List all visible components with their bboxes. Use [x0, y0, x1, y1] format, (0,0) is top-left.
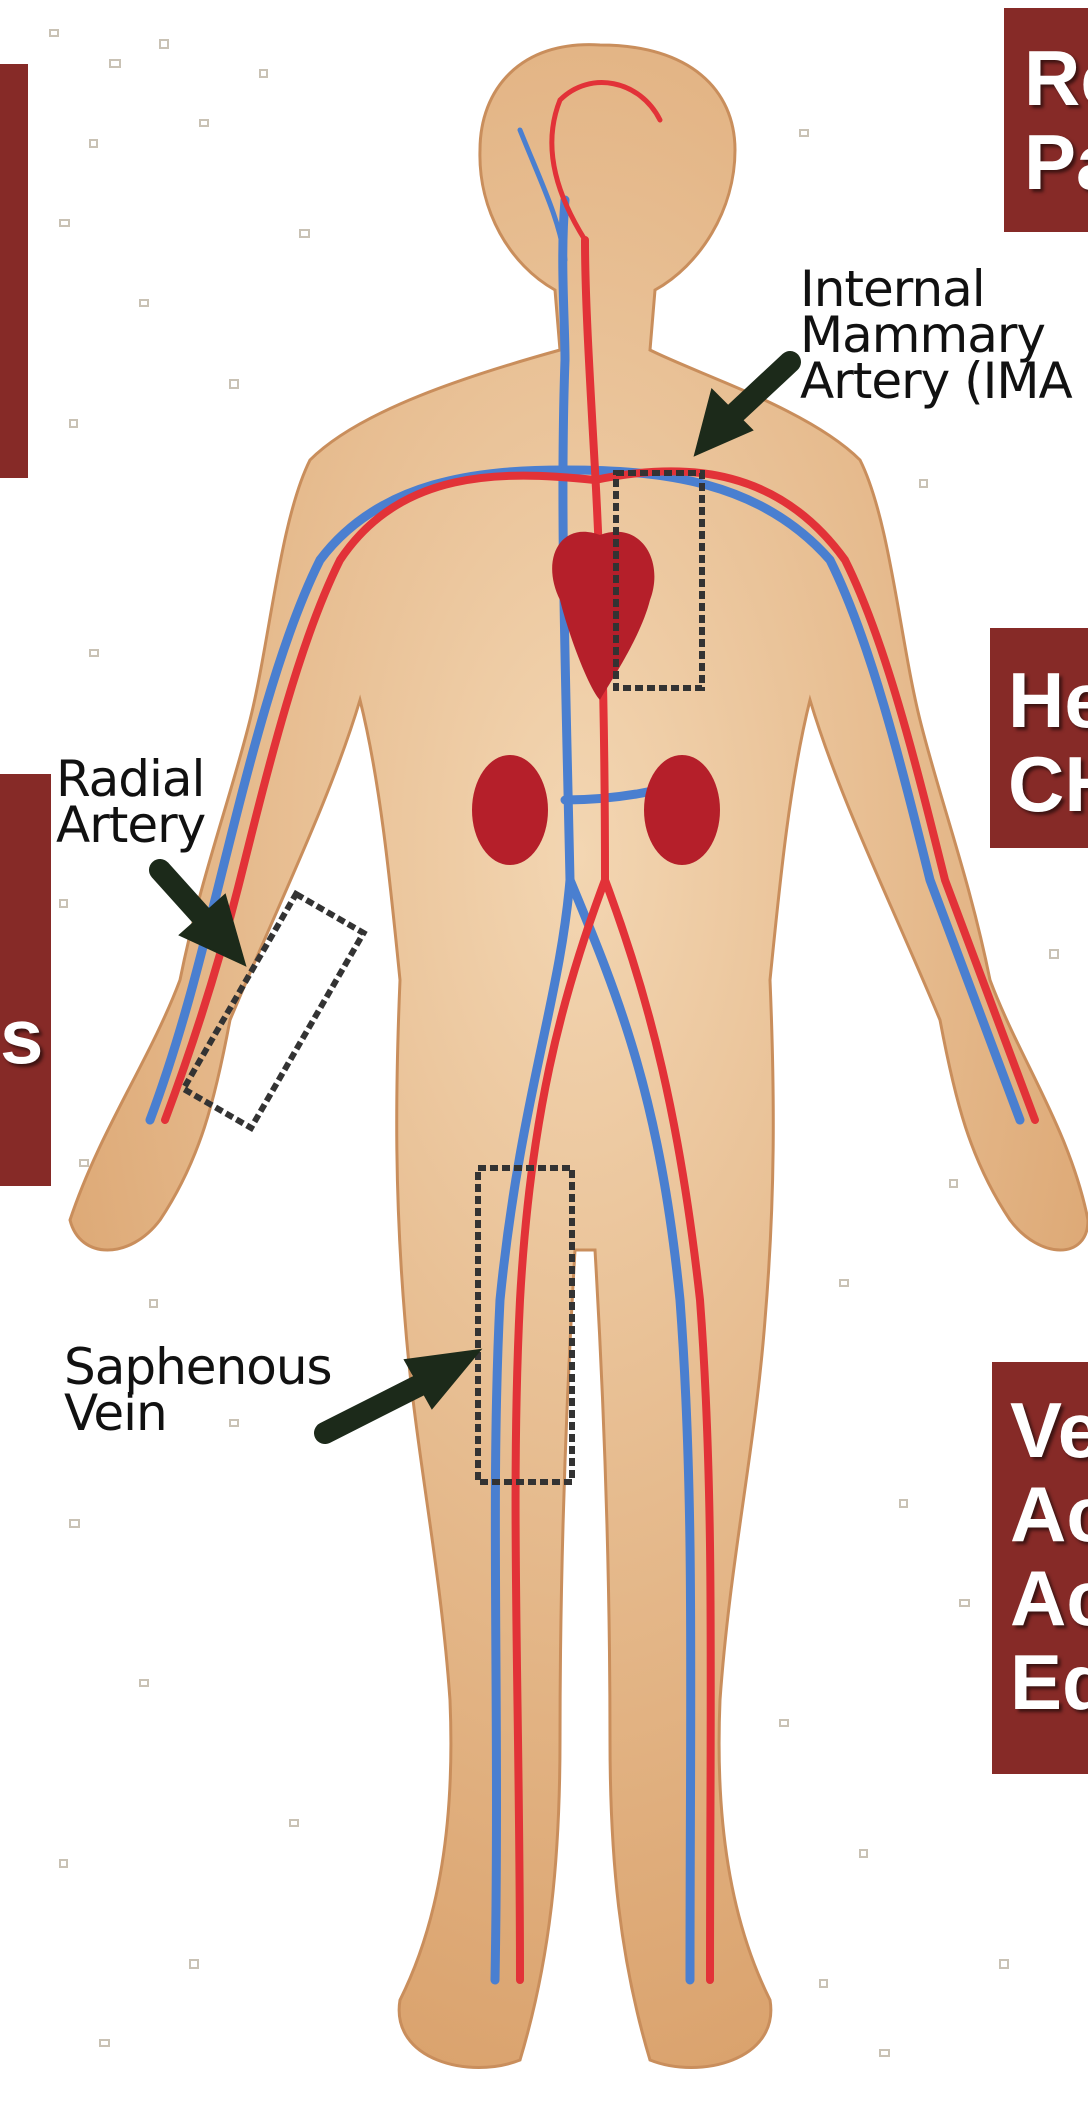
bottom-right-text-panel: Ve Ac Ac Ed — [992, 1362, 1088, 1774]
top-left-text-panel — [0, 64, 28, 478]
radial-artery-label: Radial Artery — [56, 756, 205, 848]
left-text-panel: s — [0, 774, 51, 1186]
saphenous-vein-label: Saphenous Vein — [64, 1344, 332, 1436]
right-kidney — [644, 755, 720, 865]
left-kidney — [472, 755, 548, 865]
internal-mammary-artery-label: Internal Mammary Artery (IMA — [800, 266, 1072, 404]
top-right-text-panel: Re Pa — [1004, 8, 1088, 232]
middle-right-text-panel: He CH — [990, 628, 1088, 848]
